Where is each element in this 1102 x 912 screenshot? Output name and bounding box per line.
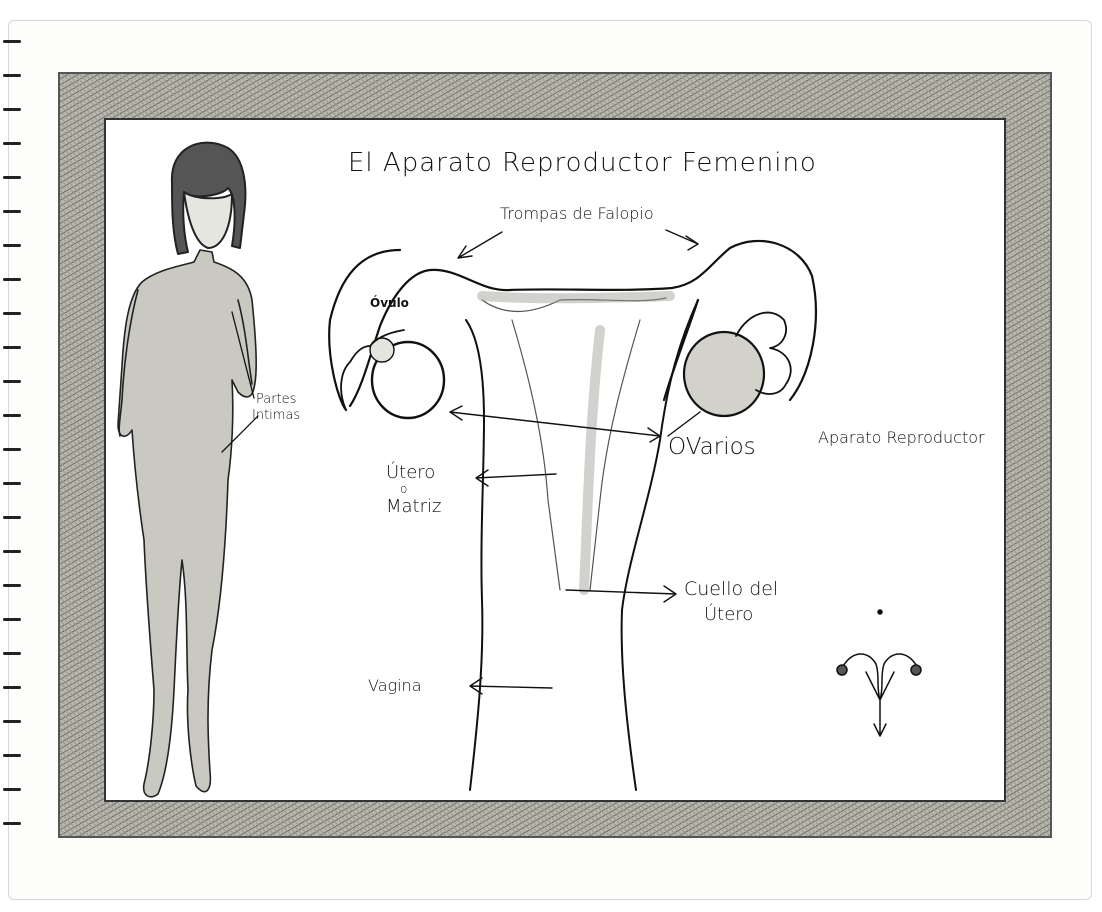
female-figure xyxy=(118,143,256,797)
right-ovary xyxy=(684,332,764,416)
label-vagina: Vagina xyxy=(368,676,422,695)
vagina-arrow xyxy=(470,678,552,694)
fallopian-right-arrow xyxy=(666,230,698,250)
right-ovary-group xyxy=(684,313,791,416)
label-uterus-2: o xyxy=(400,482,407,496)
uterus-arrow xyxy=(476,470,556,486)
label-cervix-2: Útero xyxy=(704,604,753,625)
diagram-title: El Aparato Reproductor Femenino xyxy=(348,148,817,178)
left-ovary-group xyxy=(341,330,444,418)
label-ovaries: OVarios xyxy=(668,434,756,460)
figure-body xyxy=(118,250,256,797)
label-ovule: Óvulo xyxy=(370,296,409,310)
small-dot xyxy=(878,610,882,614)
label-small-diagram: Aparato Reproductor xyxy=(818,428,985,447)
small-right-ovary xyxy=(911,665,921,675)
small-left-ovary xyxy=(837,665,847,675)
label-uterus-1: Útero xyxy=(386,462,435,483)
label-fallopian-tubes: Trompas de Falopio xyxy=(500,204,654,223)
small-uterus-sketch xyxy=(837,610,921,736)
label-uterus-3: Matriz xyxy=(386,496,441,517)
label-cervix-1: Cuello del xyxy=(684,578,778,600)
figure-face xyxy=(184,192,232,248)
uterus-cavity xyxy=(482,298,666,590)
small-uterus xyxy=(842,654,918,736)
label-intimas: Intimas xyxy=(252,408,300,423)
fallopian-left-arrow xyxy=(458,232,502,258)
label-partes: Partes xyxy=(256,392,296,407)
uterus-shading xyxy=(482,296,670,590)
